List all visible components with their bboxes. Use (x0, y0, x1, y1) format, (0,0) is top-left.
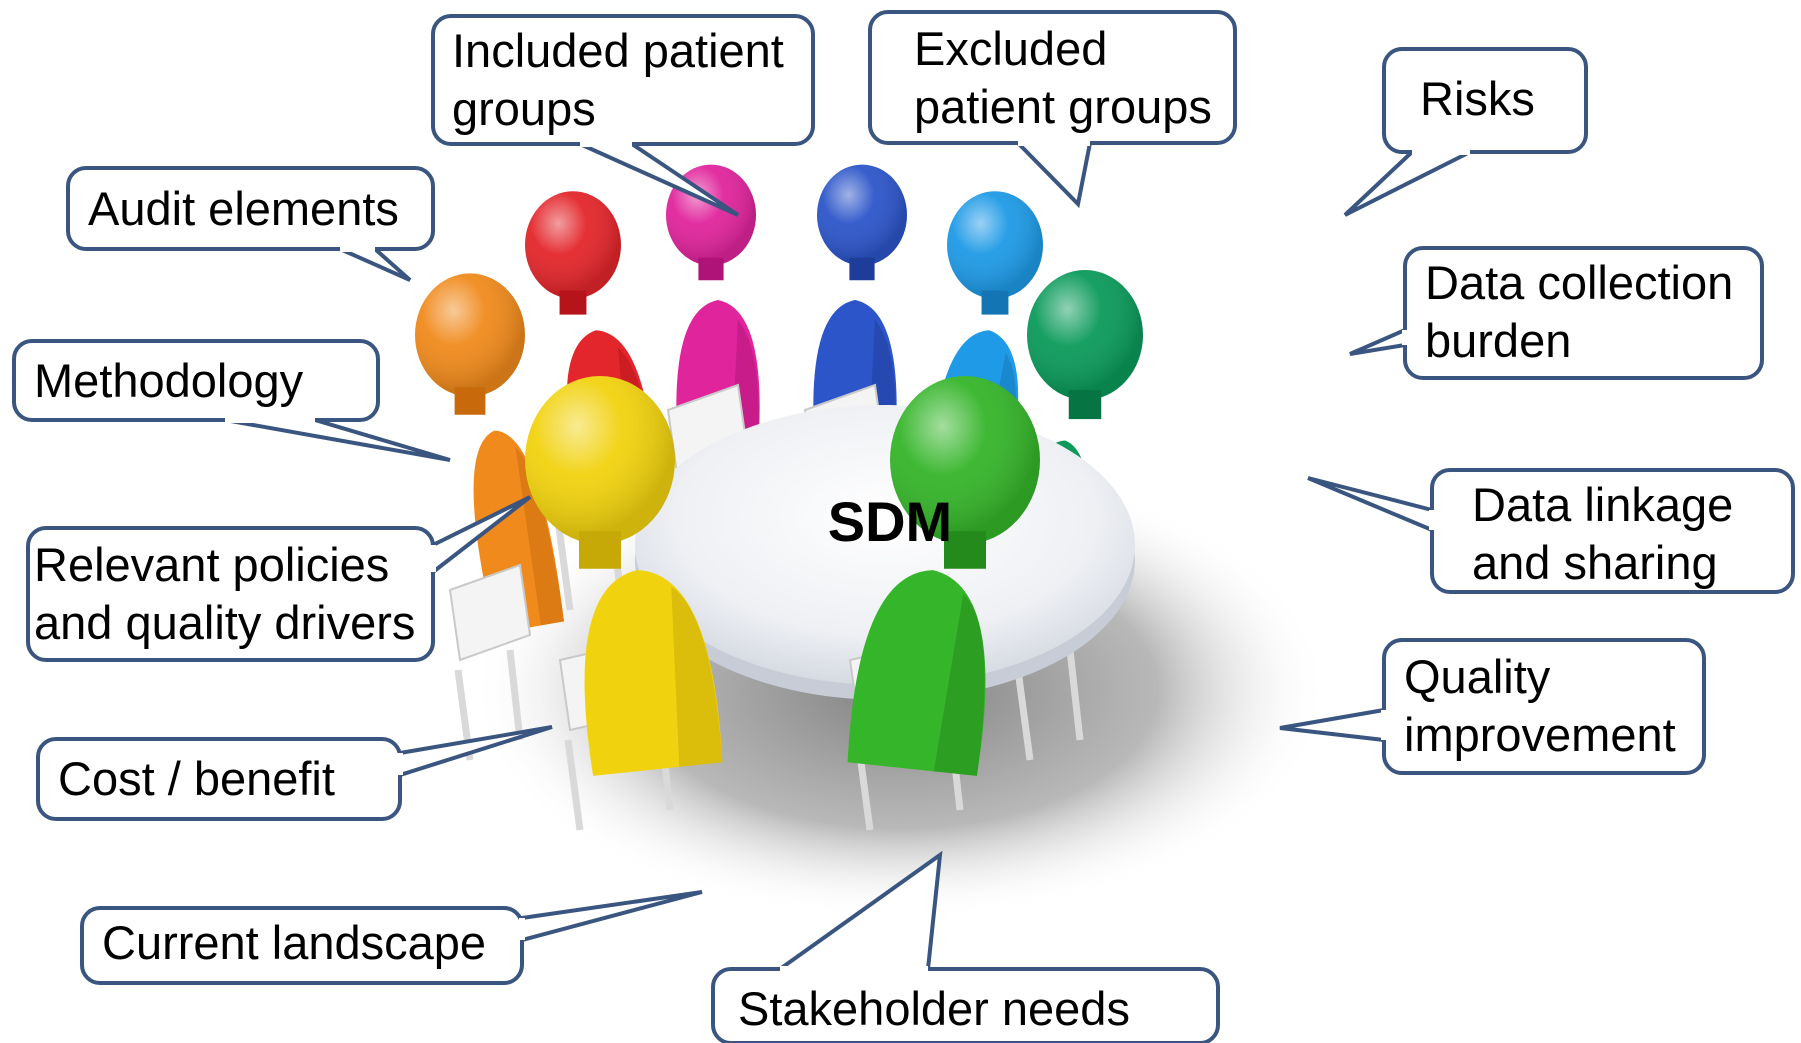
yellow-figure (525, 376, 723, 831)
excluded-patient-groups-callout (868, 10, 1237, 209)
quality-improvement-callout (1279, 638, 1706, 775)
center-label-sdm: SDM (827, 490, 953, 553)
data-collection-burden-callout (1349, 246, 1764, 380)
included-patient-groups-callout (431, 14, 815, 217)
relevant-policies-callout (26, 495, 532, 662)
audit-elements-callout (66, 166, 435, 282)
risks-callout (1343, 47, 1588, 217)
methodology-callout (12, 339, 451, 462)
green-figure (847, 376, 1040, 831)
cost-benefit-callout (36, 725, 553, 821)
current-landscape-callout (80, 890, 703, 985)
data-linkage-and-sharing-callout (1307, 468, 1795, 594)
stakeholder-needs-callout (711, 850, 1220, 1043)
